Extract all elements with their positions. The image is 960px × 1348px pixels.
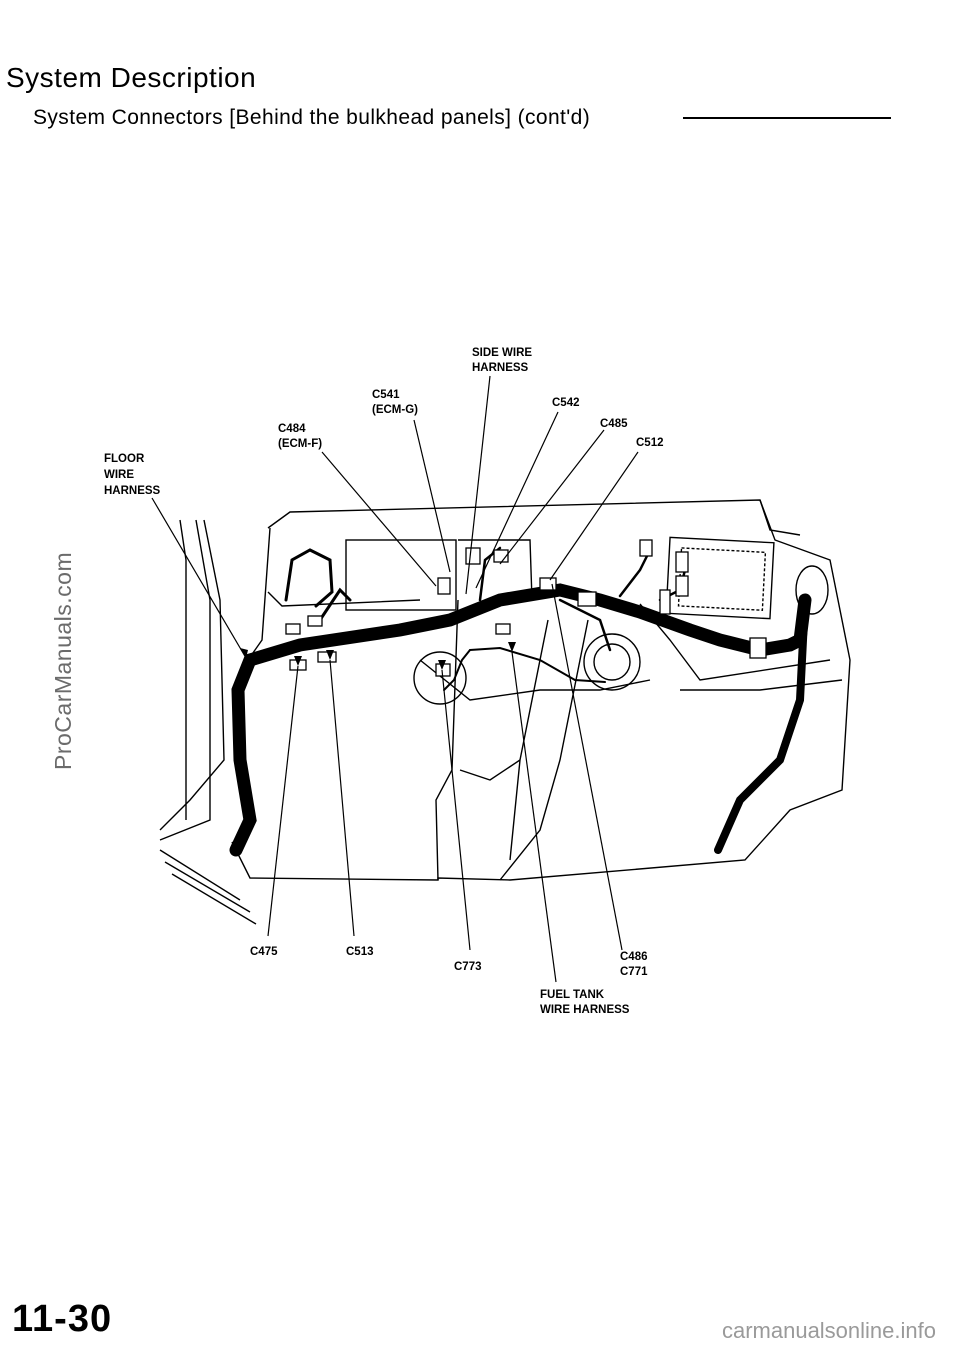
label-side-wire-harness-line-2: HARNESS (472, 362, 529, 374)
label-floor-wire-harness-line-3: HARNESS (104, 485, 161, 497)
label-c484-line-2: (ECM-F) (278, 438, 322, 450)
label-floor-wire-harness-line-1: FLOOR (104, 453, 145, 465)
label-c484: C484 (ECM-F) (278, 423, 322, 450)
label-fuel-tank-wire-harness-line-1: FUEL TANK (540, 989, 605, 1001)
label-c541-line-2: (ECM-G) (372, 404, 418, 416)
label-c484-line-1: C484 (278, 423, 306, 435)
section-subtitle: System Connectors [Behind the bulkhead p… (33, 106, 591, 129)
label-c475: C475 (250, 946, 278, 958)
label-c486-c771: C486 C771 (620, 951, 651, 978)
label-c485: C485 (600, 418, 628, 430)
page-title: System Description (6, 62, 257, 93)
connector-blocks (285, 539, 767, 677)
label-side-wire-harness-line-1: SIDE WIRE (472, 347, 532, 359)
label-floor-wire-harness: FLOOR WIRE HARNESS (104, 453, 161, 497)
footer-site-watermark: carmanualsonline.info (721, 1318, 936, 1343)
leader-arrowheads (240, 642, 516, 670)
label-c771-line: C771 (620, 966, 648, 978)
label-c512: C512 (636, 437, 664, 449)
label-c773: C773 (454, 961, 482, 973)
label-c542: C542 (552, 397, 580, 409)
label-c486-line: C486 (620, 951, 648, 963)
label-c541: C541 (ECM-G) (372, 389, 418, 416)
label-c541-line-1: C541 (372, 389, 400, 401)
header-rule (683, 117, 891, 119)
label-side-wire-harness: SIDE WIRE HARNESS (472, 347, 535, 374)
label-fuel-tank-wire-harness-line-2: WIRE HARNESS (540, 1004, 630, 1016)
side-watermark: ProCarManuals.com (50, 551, 76, 770)
label-fuel-tank-wire-harness: FUEL TANK WIRE HARNESS (540, 989, 630, 1016)
page-number: 11-30 (12, 1298, 113, 1340)
label-floor-wire-harness-line-2: WIRE (104, 469, 134, 481)
diagram-labels: FLOOR WIRE HARNESS C484 (ECM-F) C541 (EC… (104, 347, 664, 1016)
label-c513: C513 (346, 946, 374, 958)
body-outline (159, 499, 851, 925)
wire-harness-bundles (229, 546, 812, 857)
leader-lines (151, 375, 639, 983)
